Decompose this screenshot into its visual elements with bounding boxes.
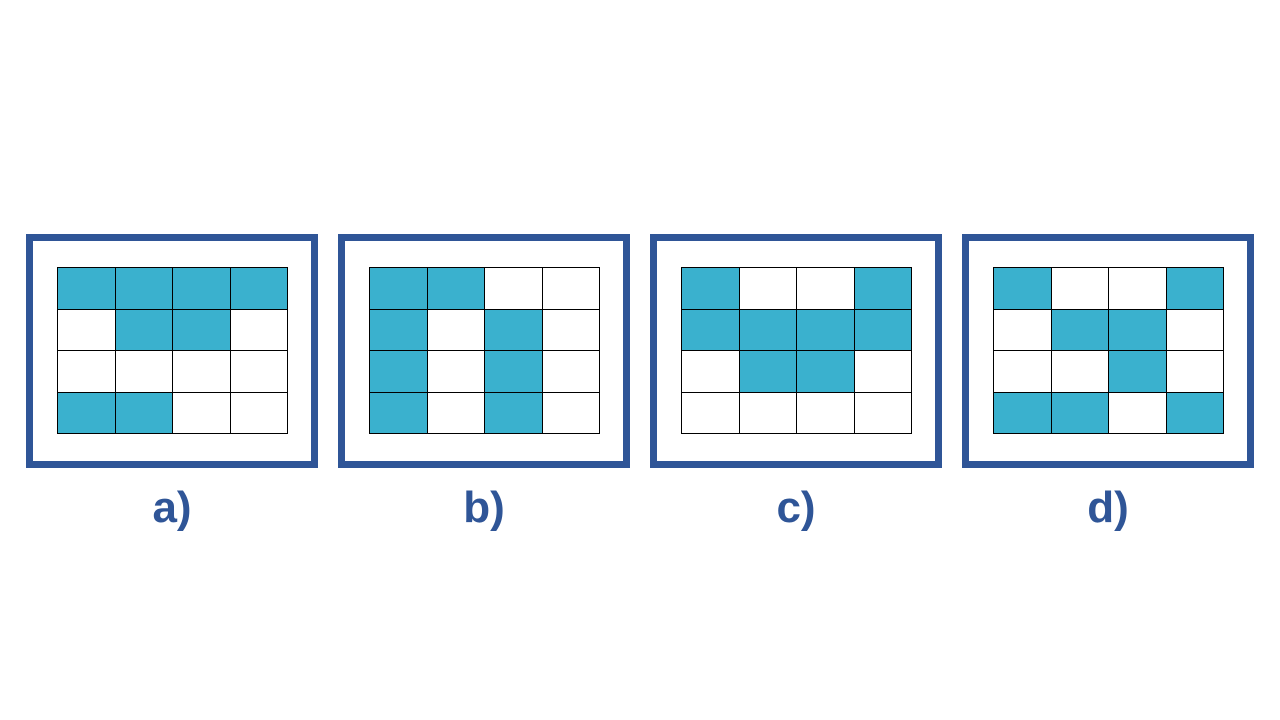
option-c-cell-r2-c3-filled (797, 309, 855, 351)
option-a-cell-r1-c4-filled (230, 268, 288, 310)
option-b-cell-r4-c2-empty (427, 392, 485, 434)
option-c-cell-r2-c4-filled (854, 309, 912, 351)
option-c-cell-r4-c2-empty (739, 392, 797, 434)
option-a-cell-r2-c3-filled (173, 309, 231, 351)
option-d-cell-r1-c4-filled (1166, 268, 1224, 310)
option-d-cell-r1-c2-empty (1051, 268, 1109, 310)
option-b-cell-r4-c4-empty (542, 392, 600, 434)
option-a-grid (57, 267, 288, 434)
option-b-cell-r4-c3-filled (485, 392, 543, 434)
option-c-label: c) (776, 483, 816, 532)
option-b-cell-r3-c1-filled (370, 351, 428, 393)
option-b-cell-r1-c1-filled (370, 268, 428, 310)
option-a-cell-r3-c2-empty (115, 351, 173, 393)
option-d-cell-r2-c4-empty (1166, 309, 1224, 351)
option-b-cell-r2-c3-filled (485, 309, 543, 351)
option-d-cell-r4-c1-filled (994, 392, 1052, 434)
option-d-cell-r3-c1-empty (994, 351, 1052, 393)
option-b-cell-r1-c2-filled (427, 268, 485, 310)
option-a-cell-r4-c2-filled (115, 392, 173, 434)
option-d-label: d) (1087, 483, 1129, 532)
option-c-cell-r1-c4-filled (854, 268, 912, 310)
option-d-grid (993, 267, 1224, 434)
option-c-grid (681, 267, 912, 434)
option-c-cell-r4-c1-empty (682, 392, 740, 434)
option-d-panel (962, 234, 1254, 468)
option-c-cell-r4-c3-empty (797, 392, 855, 434)
option-b-cell-r2-c4-empty (542, 309, 600, 351)
option-d-cell-r2-c2-filled (1051, 309, 1109, 351)
option-a-cell-r2-c2-filled (115, 309, 173, 351)
option-a-cell-r1-c2-filled (115, 268, 173, 310)
option-b-cell-r2-c1-filled (370, 309, 428, 351)
option-c-cell-r3-c1-empty (682, 351, 740, 393)
option-d-cell-r1-c1-filled (994, 268, 1052, 310)
option-c-cell-r2-c1-filled (682, 309, 740, 351)
option-c-cell-r1-c1-filled (682, 268, 740, 310)
option-a-cell-r1-c3-filled (173, 268, 231, 310)
option-b-label: b) (463, 483, 505, 532)
option-b-cell-r3-c2-empty (427, 351, 485, 393)
option-d-cell-r1-c3-empty (1109, 268, 1167, 310)
option-c-cell-r1-c3-empty (797, 268, 855, 310)
option-c-cell-r3-c3-filled (797, 351, 855, 393)
option-d-cell-r3-c3-filled (1109, 351, 1167, 393)
option-c-cell-r3-c2-filled (739, 351, 797, 393)
option-c-cell-r3-c4-empty (854, 351, 912, 393)
option-b-cell-r1-c4-empty (542, 268, 600, 310)
option-d-cell-r3-c4-empty (1166, 351, 1224, 393)
option-a-cell-r3-c1-empty (58, 351, 116, 393)
option-b-grid (369, 267, 600, 434)
option-d-cell-r2-c1-empty (994, 309, 1052, 351)
option-a-cell-r3-c3-empty (173, 351, 231, 393)
option-a-cell-r2-c4-empty (230, 309, 288, 351)
option-d-cell-r3-c2-empty (1051, 351, 1109, 393)
option-c-panel (650, 234, 942, 468)
option-a-panel (26, 234, 318, 468)
option-c-cell-r4-c4-empty (854, 392, 912, 434)
option-b-cell-r2-c2-empty (427, 309, 485, 351)
option-c-cell-r2-c2-filled (739, 309, 797, 351)
option-d-cell-r4-c2-filled (1051, 392, 1109, 434)
option-a-cell-r4-c3-empty (173, 392, 231, 434)
option-d-cell-r4-c3-empty (1109, 392, 1167, 434)
option-a-cell-r1-c1-filled (58, 268, 116, 310)
option-a-cell-r3-c4-empty (230, 351, 288, 393)
option-b-cell-r4-c1-filled (370, 392, 428, 434)
option-c-cell-r1-c2-empty (739, 268, 797, 310)
option-d-cell-r2-c3-filled (1109, 309, 1167, 351)
option-b-cell-r1-c3-empty (485, 268, 543, 310)
option-a-label: a) (152, 483, 192, 532)
option-b-cell-r3-c3-filled (485, 351, 543, 393)
option-a-cell-r4-c1-filled (58, 392, 116, 434)
option-d-cell-r4-c4-filled (1166, 392, 1224, 434)
option-a-cell-r4-c4-empty (230, 392, 288, 434)
option-b-cell-r3-c4-empty (542, 351, 600, 393)
option-b-panel (338, 234, 630, 468)
option-a-cell-r2-c1-empty (58, 309, 116, 351)
